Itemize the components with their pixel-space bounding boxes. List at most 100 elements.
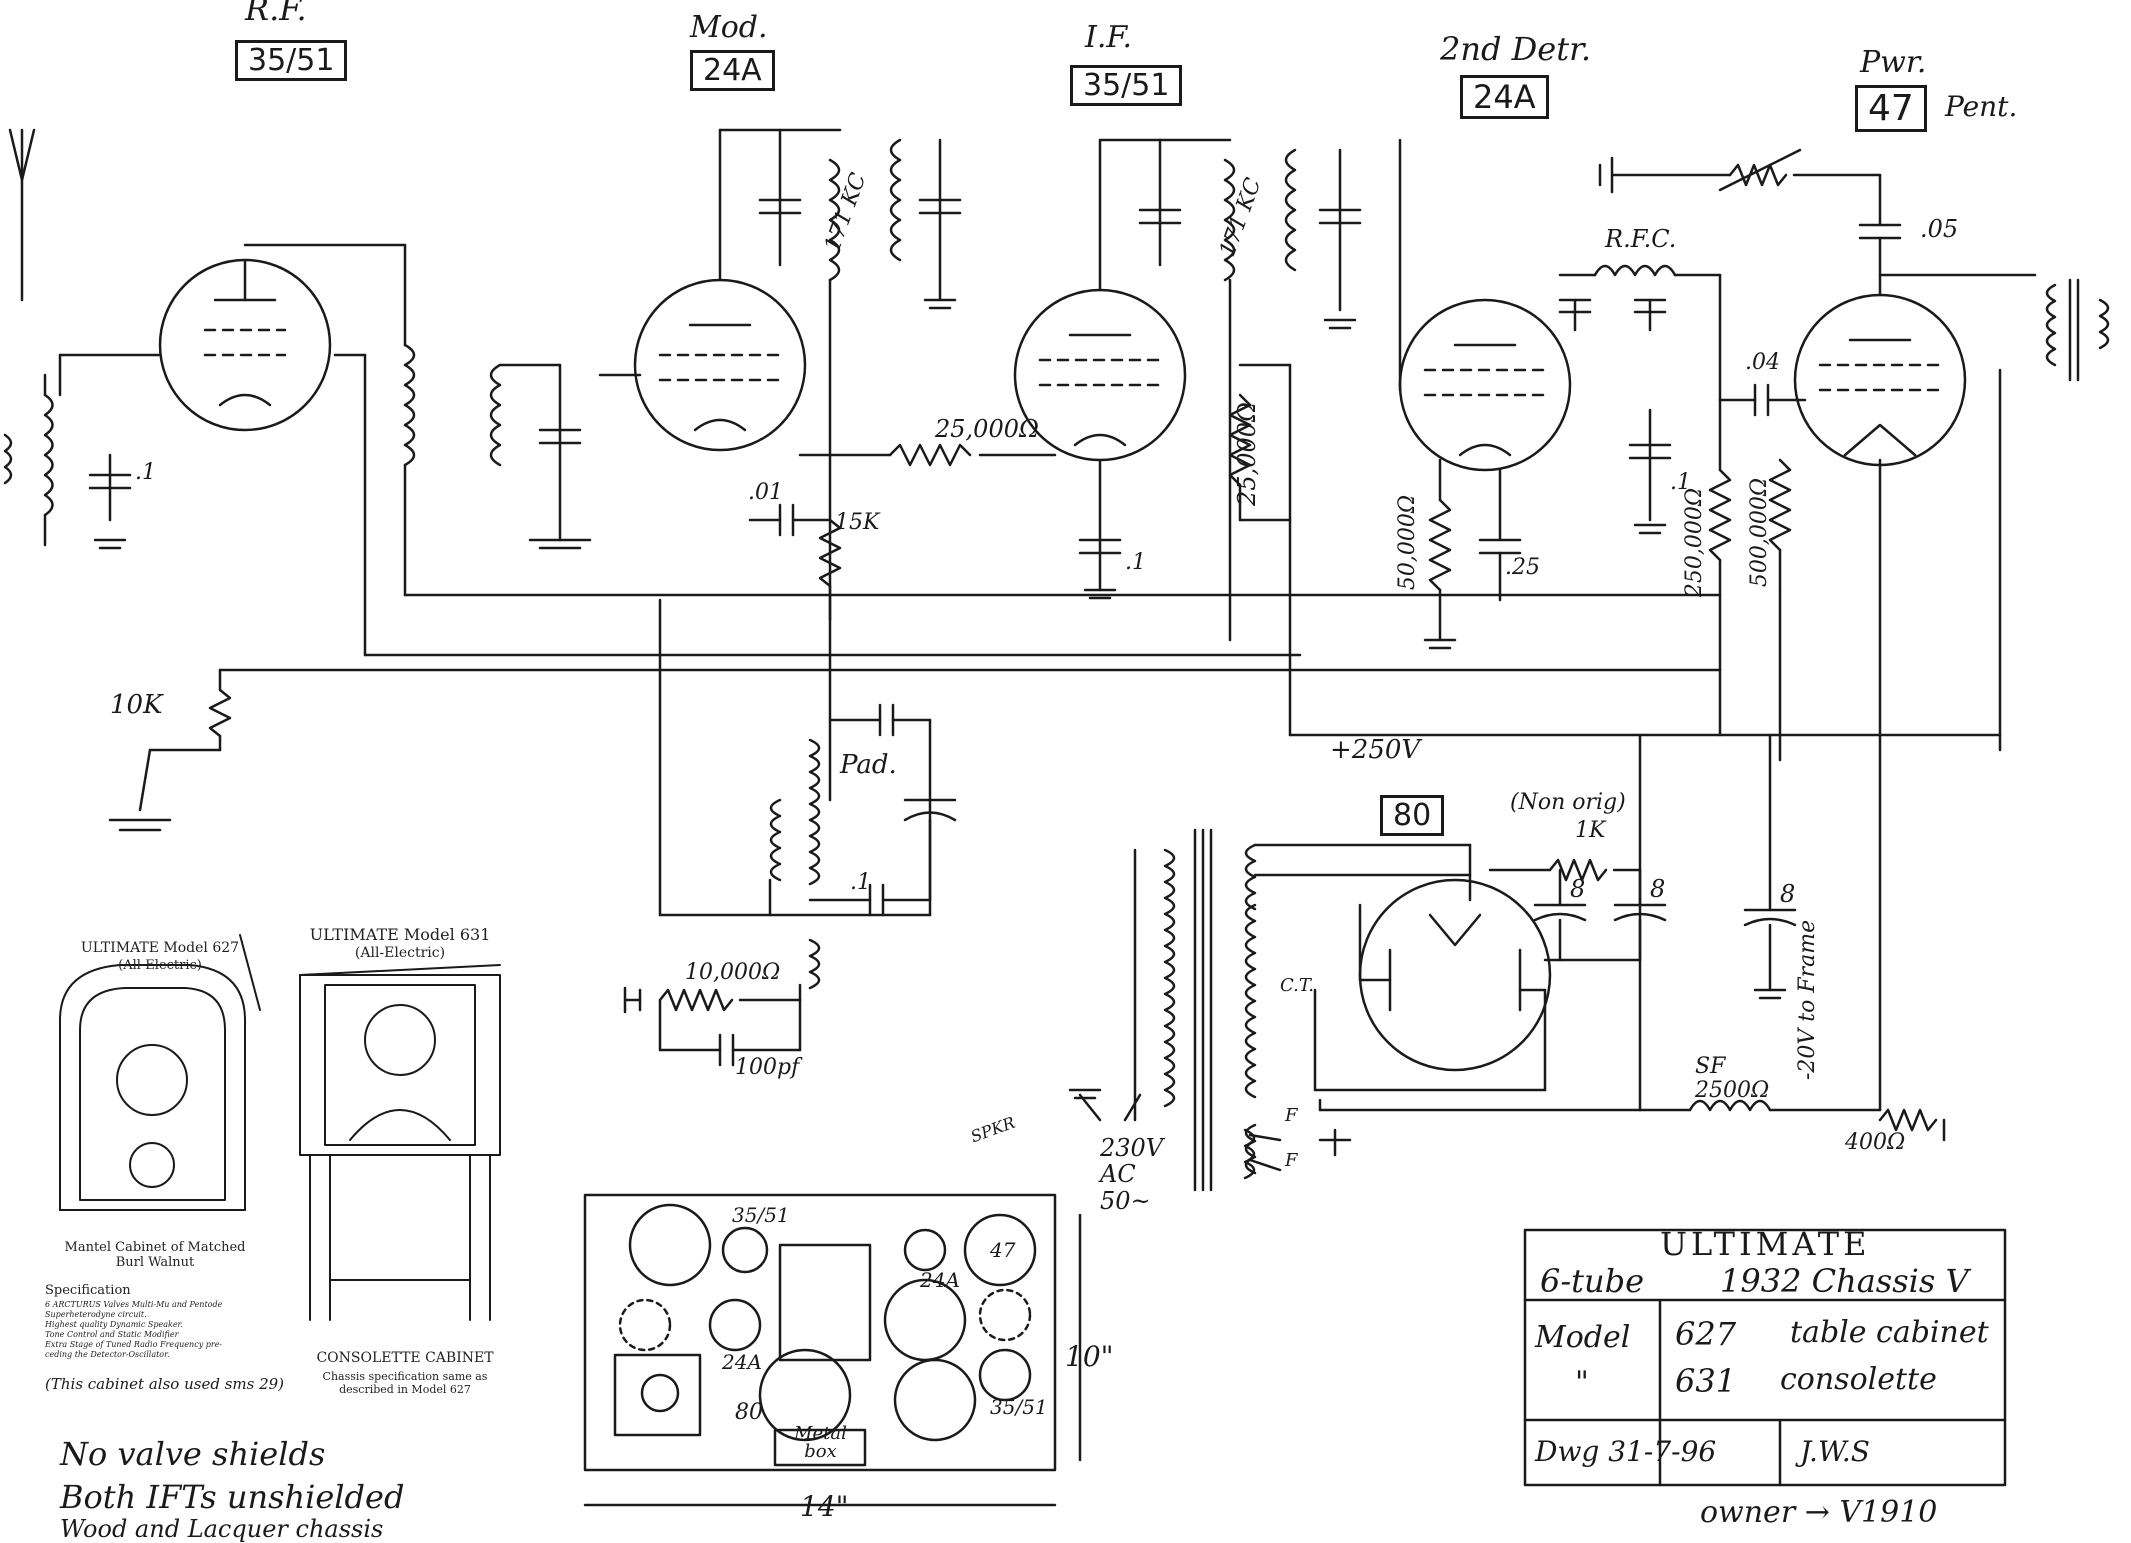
power-transformer-primary [1163,848,1176,1108]
capacitor-04-label: .04 [1745,350,1780,375]
padder-label: Pad. [840,750,897,780]
capacitor-1b-label: .1 [1125,550,1146,575]
title-owner: owner → V1910 [1700,1495,1938,1530]
spec-line-2: Superheterodyne circuit. [45,1310,147,1319]
cabinet-631-title: ULTIMATE Model 631 [309,925,491,944]
spec-heading: Specification [45,1283,131,1298]
note-line-3: Wood and Lacquer chassis [60,1515,384,1543]
resistor-1k-label: 1K [1575,818,1606,843]
center-tap-label: C.T. [1280,975,1314,996]
chassis-tube-24a-mid: 24A [722,1350,762,1374]
resistor-10000 [658,988,734,1012]
title-model-label: Model [1535,1320,1631,1355]
output-transformer [2045,283,2057,367]
spec-line-6: ceding the Detector-Oscillator. [45,1350,170,1359]
rectifier-tube-type: 80 [1380,795,1445,836]
detector-tube-type: 24A [1460,75,1549,119]
resistor-10000-label: 10,000Ω [685,960,781,985]
cabinet-631-illustration [299,964,501,1321]
chassis-width-label: 14" [800,1490,849,1523]
capacitor-1d-label: .1 [850,870,871,895]
resistor-25k-b [1228,393,1252,487]
title-ditto: " [1575,1365,1589,1400]
filament-f2-label: F [1285,1150,1298,1171]
title-drawn-by: J.W.S [1800,1435,1870,1468]
speaker-field-coil [1688,1099,1772,1112]
resistor-15k [818,518,842,588]
resistor-500000 [1768,458,1792,552]
capacitor-8b-label: 8 [1650,875,1666,903]
ground-symbols [93,298,1787,1100]
field-coil-label: SF 2500Ω [1695,1054,1770,1104]
non-original-note: (Non orig) [1510,790,1626,815]
detector-tube [1398,298,1572,472]
resistor-25k-a-label: 25,000Ω [935,415,1039,443]
title-model-631: 631 [1675,1362,1737,1400]
chassis-layout [583,1193,1082,1507]
cabinet-627-title: ULTIMATE Model 627 [80,940,240,956]
volume-control [208,688,232,738]
title-block [1523,1228,2007,1487]
capacitor-1a-label: .1 [135,460,156,485]
mains-label: 230V AC 50~ [1100,1134,1164,1215]
resistor-250000-label: 250,000Ω [1682,487,1708,598]
mod-tube-type: 24A [690,50,775,91]
tone-control-resistor [1728,163,1788,187]
if-stage-label: I.F. [1085,20,1133,55]
capacitor-1c-label: .1 [1670,470,1691,495]
cabinet-627-caption: Mantel Cabinet of Matched Burl Walnut [64,1240,246,1270]
antenna-coil [43,393,54,517]
rf-choke [1593,264,1677,277]
cabinet-handnote: (This cabinet also used sms 29) [45,1375,285,1393]
cabinet-627-illustration [59,934,261,1211]
antenna-symbol [8,128,36,302]
chassis-height-label: 10" [1065,1340,1114,1373]
rf-tube-type: 35/51 [235,40,348,81]
power-tube [1793,293,1967,467]
resistor-400 [1878,1108,1938,1132]
if-tube-type: 35/51 [1070,65,1183,106]
spec-line-4: Tone Control and Static Modifier [45,1330,179,1339]
capacitor-01-label: .01 [748,480,783,505]
title-drawing-number: Dwg 31-7-96 [1535,1435,1717,1468]
capacitor-8c-label: 8 [1780,880,1796,908]
title-year-chassis: 1932 Chassis V [1720,1262,1969,1300]
resistor-25k-a [888,443,972,467]
resistor-15k-label: 15K [835,510,880,535]
spec-line-1: 6 ARCTURUS Valves Multi-Mu and Pentode [45,1300,223,1309]
resistor-250000 [1708,468,1732,562]
spec-line-5: Extra Stage of Tuned Radio Frequency pre… [45,1340,223,1349]
resistor-1k [1548,858,1608,882]
power-transformer-secondary [1244,843,1257,911]
resistor-400-label: 400Ω [1845,1130,1906,1155]
chassis-tube-80: 80 [735,1400,763,1425]
title-model-627-desc: table cabinet [1790,1315,1989,1350]
title-model-627: 627 [1675,1315,1737,1353]
power-tube-type: 47 [1855,85,1927,132]
capacitor-05-label: .05 [1920,215,1959,243]
rfc-label: R.F.C. [1605,225,1677,253]
capacitor-100pf-label: 100pf [735,1055,800,1080]
rf-coupling-coil [403,343,416,467]
volume-control-label: 10K [110,690,163,720]
resistor-50000-label: 50,000Ω [1395,494,1421,591]
mod-input-coil [489,363,502,467]
cabinet-631-subtitle: (All-Electric) [354,945,446,961]
oscillator-coil-b [769,798,782,882]
resistor-50000 [1428,498,1452,592]
cabinet-631-caption2: Chassis specification same as described … [322,1370,488,1396]
if-tube [1013,288,1187,462]
filament-f1-label: F [1285,1105,1298,1126]
rectifier-tube [1358,878,1552,1072]
antenna-primary-coil [3,433,13,485]
mod-tube [633,278,807,452]
metal-box-label: Metal box [794,1423,847,1462]
rf-tube [158,258,332,432]
rf-stage-label: R.F. [245,0,307,28]
oscillator-coil-a [808,738,821,886]
bias-note: -20V to Frame [1795,919,1820,1080]
note-line-2: Both IFTs unshielded [60,1478,405,1516]
detector-stage-label: 2nd Detr. [1440,30,1592,68]
capacitor-25-label: .25 [1505,555,1540,580]
